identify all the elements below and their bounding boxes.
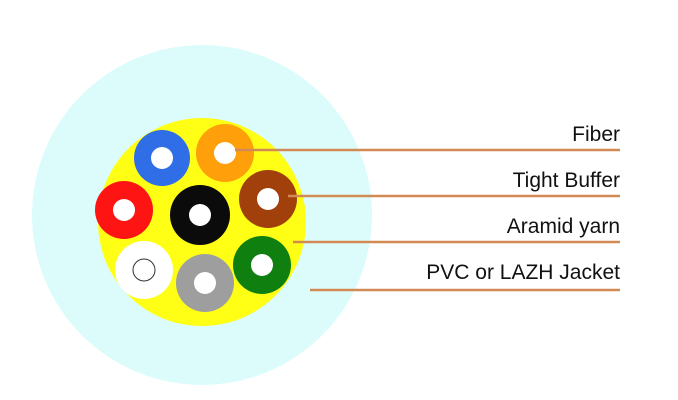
buffer-brown bbox=[239, 170, 297, 228]
tight-buffer-label: Tight Buffer bbox=[512, 169, 620, 192]
buffer-white bbox=[115, 241, 173, 299]
buffer-blue bbox=[134, 130, 190, 186]
fiber-core-blue bbox=[151, 147, 173, 169]
buffer-orange bbox=[196, 124, 254, 182]
fiber-core-green bbox=[251, 254, 273, 276]
buffer-black bbox=[170, 185, 230, 245]
fiber-label: Fiber bbox=[572, 123, 620, 146]
fiber-core-black bbox=[189, 204, 211, 226]
fiber-core-gray bbox=[194, 272, 216, 294]
fiber-core-orange bbox=[214, 142, 236, 164]
fiber-core-red bbox=[113, 199, 135, 221]
buffer-gray bbox=[176, 254, 234, 312]
jacket-label: PVC or LAZH Jacket bbox=[426, 261, 620, 284]
fiber-core-white bbox=[132, 258, 156, 282]
buffer-green bbox=[233, 236, 291, 294]
aramid-yarn-label: Aramid yarn bbox=[506, 215, 620, 238]
buffer-red bbox=[95, 181, 153, 239]
fiber-core-brown bbox=[257, 188, 279, 210]
